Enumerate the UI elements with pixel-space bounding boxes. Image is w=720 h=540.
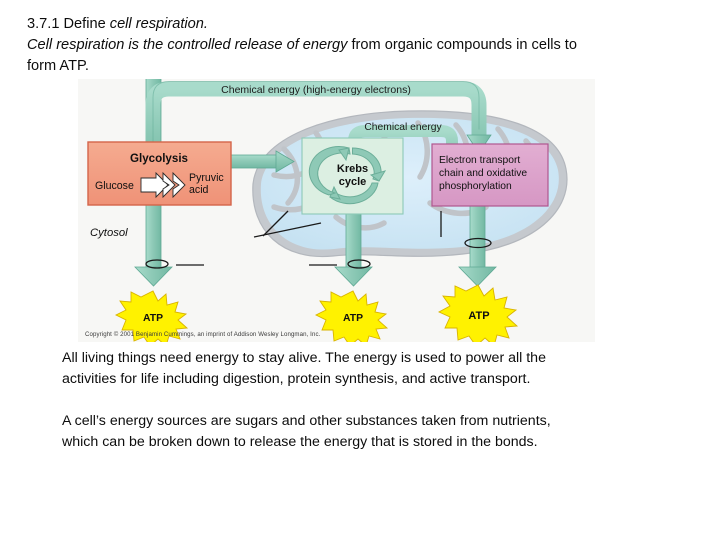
header-line-3: form ATP. <box>27 58 89 74</box>
atp-label-1: ATP <box>143 313 163 324</box>
chemical-energy-outer-label: Chemical energy (high-energy electrons) <box>221 84 411 96</box>
header-line-1: 3.7.1 Define cell respiration. <box>27 14 672 35</box>
krebs-cycle-label-line1: Krebs <box>337 163 368 175</box>
pipe-ellipse-marker-2 <box>347 259 371 269</box>
leader-line-cristae <box>262 210 289 237</box>
glycolysis-to-krebs-arrow-head <box>275 150 295 173</box>
chemical-energy-inner-pipe-shaft <box>348 125 458 175</box>
callout-leader-lines <box>176 210 442 266</box>
atp-starburst-2: ATP <box>314 290 389 342</box>
electron-transport-chain-box: Electron transport chain and oxidative p… <box>431 143 549 207</box>
chemical-energy-outer-pipe-shaft <box>145 81 487 175</box>
pipe-ellipse-markers <box>145 237 492 269</box>
atp-starburst-1-shape <box>114 290 189 342</box>
leader-line-matrix <box>253 222 322 238</box>
atp-pipe-glycolysis-head <box>134 266 173 287</box>
atp-label-3: ATP <box>468 310 489 322</box>
paragraph-1-line-1: All living things need energy to stay al… <box>62 350 546 366</box>
chemical-energy-inner-label: Chemical energy <box>364 122 442 133</box>
atp-pipe-etc-head <box>458 266 497 287</box>
figure-copyright: Copyright © 2001 Benjamin Cummings, an i… <box>85 331 321 338</box>
krebs-cycle-label-line2: cycle <box>339 176 367 188</box>
header-text-block: 3.7.1 Define cell respiration. Cell resp… <box>27 14 672 77</box>
header-line-1-italic: cell respiration. <box>109 16 208 32</box>
paragraph-2-line-2: which can be broken down to release the … <box>62 434 538 450</box>
pyruvic-acid-label-line1: Pyruvic <box>189 172 224 184</box>
header-line-2-rest: from organic compounds in cells to <box>347 37 577 53</box>
header-line-2-italic: Cell respiration is the controlled relea… <box>27 37 348 53</box>
krebs-cycle-arrow-ring <box>308 146 387 205</box>
paragraph-1-line-2: activities for life including digestion,… <box>62 371 531 387</box>
etc-label-line2: chain and oxidative <box>439 168 527 179</box>
glycolysis-to-krebs-arrow <box>225 150 295 173</box>
atp-starburst-3: ATP <box>437 284 519 342</box>
chemical-energy-outer-pipe: Chemical energy (high-energy electrons) <box>145 81 492 175</box>
cytosol-label: Cytosol <box>90 227 128 239</box>
atp-starburst-3-shape <box>437 284 519 342</box>
krebs-cycle-box: Krebs cycle <box>301 137 404 215</box>
glucose-to-pyruvate-chevrons <box>140 171 186 199</box>
etc-label-line1: Electron transport <box>439 155 520 166</box>
cell-respiration-diagram: Chemical energy (high-energy electrons) … <box>78 79 595 342</box>
etc-label-line3: phosphorylation <box>439 181 512 192</box>
header-line-1-prefix: 3.7.1 Define <box>27 16 110 32</box>
chemical-energy-outer-pipe-edge-top <box>152 81 480 168</box>
glucose-label: Glucose <box>95 180 134 192</box>
atp-starburst-2-shape <box>314 290 389 342</box>
glycolysis-to-krebs-arrow-shaft <box>225 154 279 169</box>
diagram-svg: Chemical energy (high-energy electrons) … <box>78 79 595 342</box>
atp-label-2: ATP <box>343 313 363 324</box>
paragraph-spacer <box>62 390 662 411</box>
glycolysis-box-rect <box>87 141 232 206</box>
atp-starburst-1: ATP <box>114 290 189 342</box>
header-line-2: Cell respiration is the controlled relea… <box>27 35 672 56</box>
pipe-ellipse-marker-1 <box>145 259 169 269</box>
electron-transport-chain-box-rect <box>431 143 549 207</box>
glycolysis-title: Glycolysis <box>130 152 188 165</box>
pipe-ellipse-marker-3 <box>464 237 492 249</box>
glycolysis-box: Glycolysis Glucose Pyruvic acid <box>87 141 232 206</box>
paragraph-2-line-1: A cell’s energy sources are sugars and o… <box>62 413 551 429</box>
body-text-block: All living things need energy to stay al… <box>62 348 662 453</box>
pyruvic-acid-label-line2: acid <box>189 184 209 196</box>
